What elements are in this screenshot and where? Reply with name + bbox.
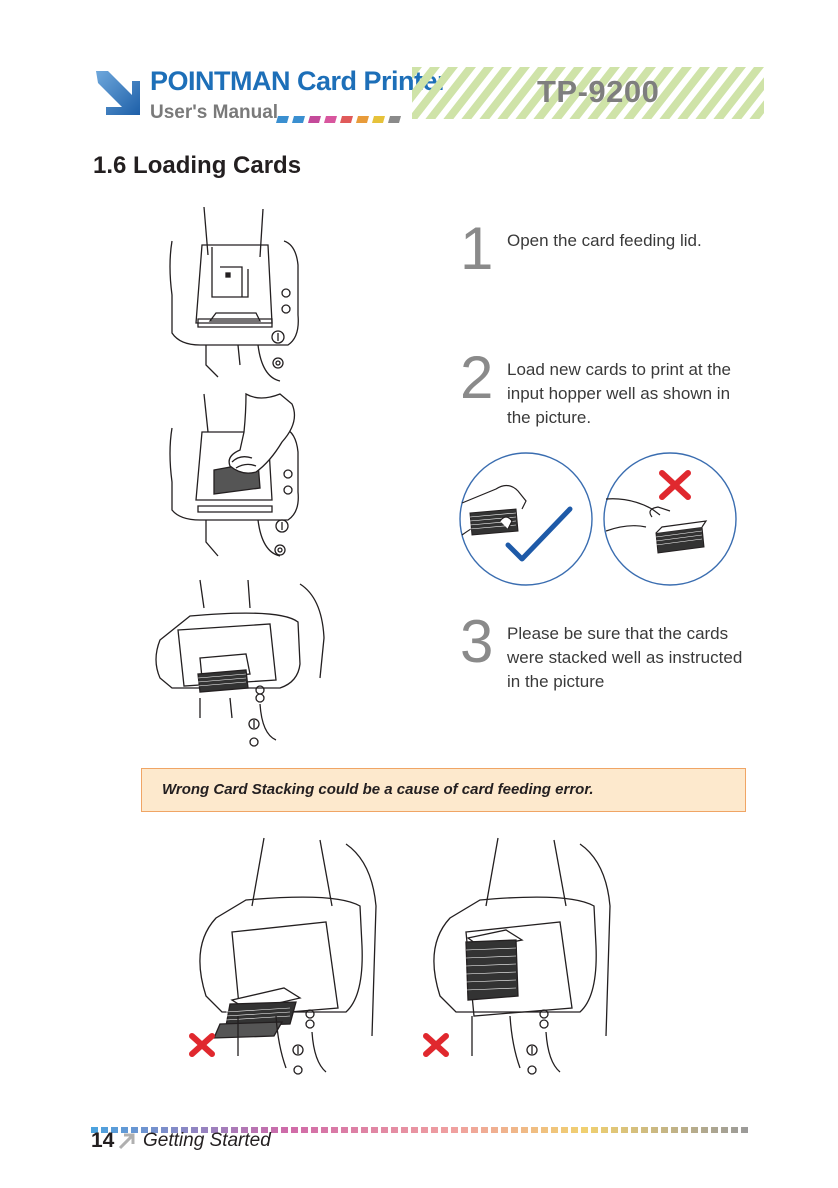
wrong-mark-icon (659, 470, 691, 500)
printer-lid-open-illustration (160, 205, 306, 385)
stacked-cards-illustration (150, 578, 330, 748)
step-number: 1 (460, 215, 494, 282)
wrong-grip-illustration (600, 451, 740, 587)
load-cards-illustration (160, 392, 306, 562)
header-stripe-band (412, 67, 764, 119)
checkmark-icon (505, 506, 573, 562)
step-text: Open the card feeding lid. (507, 231, 702, 250)
color-dash-divider (274, 110, 406, 123)
page-number: 14 (91, 1129, 115, 1152)
section-title: 1.6 Loading Cards (93, 152, 302, 179)
brand-title: POINTMAN Card Printer (150, 66, 448, 96)
warning-note-text: Wrong Card Stacking could be a cause of … (162, 781, 594, 798)
step-number: 3 (460, 608, 494, 675)
manual-subtitle: User's Manual (150, 102, 279, 123)
footer-section-label: Getting Started (143, 1130, 271, 1151)
wrong-stacking-illustration-1 (186, 836, 382, 1076)
wrong-stacking-illustration-2 (420, 836, 616, 1076)
footer-color-divider (91, 1120, 749, 1133)
wrong-mark-icon (189, 1033, 215, 1057)
step-number: 2 (460, 344, 494, 411)
model-number: TP-9200 (537, 74, 660, 109)
arrow-logo-icon (92, 67, 142, 119)
step-text: Please be sure that the cards were stack… (507, 624, 743, 691)
wrong-mark-icon (423, 1033, 449, 1057)
step-text: Load new cards to print at the input hop… (507, 360, 731, 427)
warning-note-box: Wrong Card Stacking could be a cause of … (141, 768, 746, 812)
arrow-up-right-icon (118, 1132, 136, 1150)
correct-grip-illustration (456, 451, 596, 587)
